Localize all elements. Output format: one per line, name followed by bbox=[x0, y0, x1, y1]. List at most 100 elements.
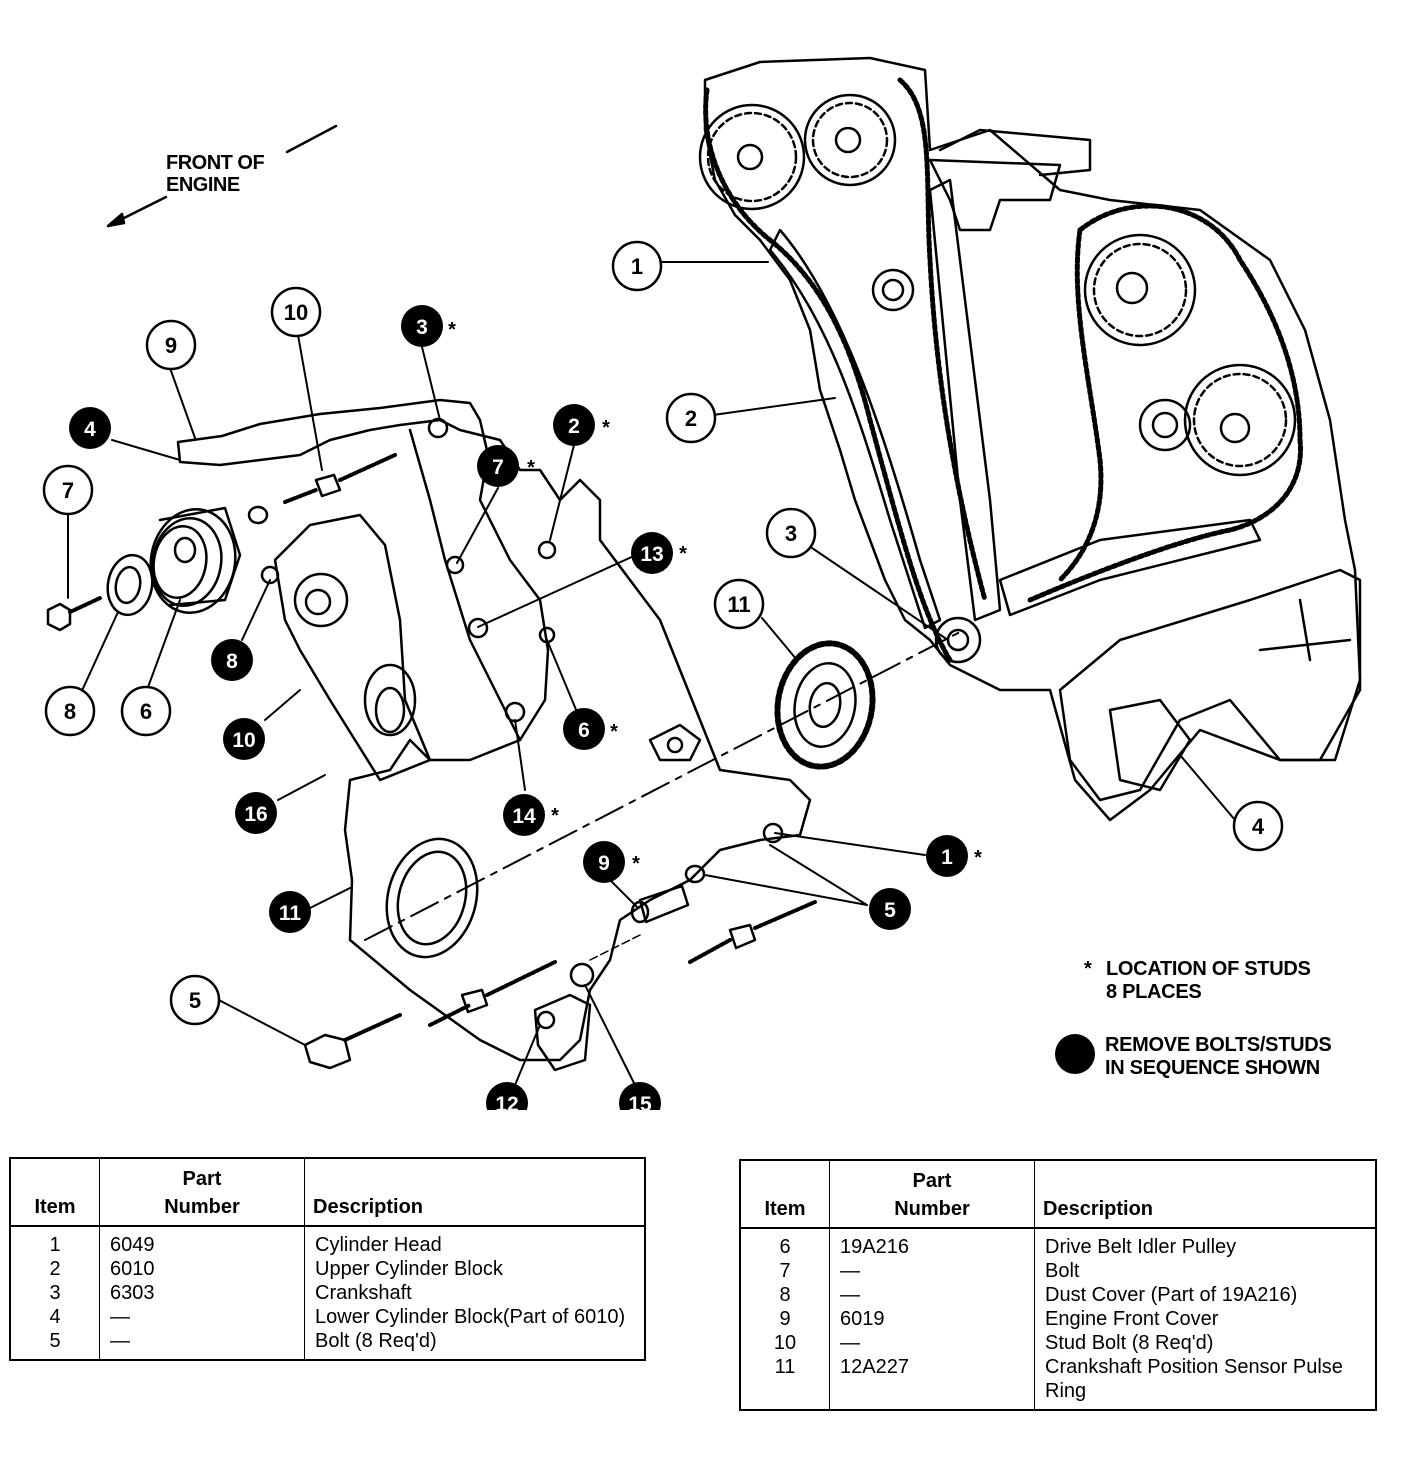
callout-solid-8: 8 bbox=[211, 639, 253, 681]
stud-mark: * bbox=[1084, 958, 1092, 980]
callout-open-3: 3 bbox=[765, 507, 817, 559]
svg-text:*: * bbox=[610, 721, 618, 743]
callout-solid-12: 12 bbox=[486, 1082, 528, 1110]
item-cell: 7 bbox=[779, 1260, 791, 1282]
svg-text:13: 13 bbox=[640, 543, 663, 566]
svg-text:12: 12 bbox=[495, 1093, 518, 1110]
description-cell: Dust Cover (Part of 19A216) bbox=[1034, 1283, 1376, 1307]
item-cell: 8 bbox=[779, 1284, 791, 1306]
svg-text:9: 9 bbox=[598, 852, 610, 875]
item-cell: 10 bbox=[773, 1332, 797, 1354]
callout-solid-10: 10 bbox=[223, 718, 265, 760]
svg-text:11: 11 bbox=[727, 592, 750, 617]
svg-text:7: 7 bbox=[492, 456, 504, 479]
exploded-engine-diagram: 1 2 3 4 11 9 10 7 8 6 5 3* 2* 7* 13* 4 8… bbox=[42, 56, 1362, 1110]
crankshaft-centerline bbox=[364, 631, 961, 941]
callout-solid-4: 4 bbox=[69, 407, 111, 449]
svg-text:2: 2 bbox=[568, 415, 580, 438]
legend-studs: *LOCATION OF STUDS 8 PLACES bbox=[1084, 958, 1311, 1003]
description-cell: Engine Front Cover bbox=[1034, 1307, 1376, 1331]
svg-text:4: 4 bbox=[84, 418, 96, 441]
svg-text:16: 16 bbox=[244, 803, 267, 826]
pulse-ring bbox=[774, 640, 876, 770]
callout-solid-2: 2* bbox=[553, 404, 610, 446]
callout-solid-16: 16 bbox=[235, 792, 277, 834]
part-number-cell: 6303 bbox=[99, 1281, 305, 1305]
callout-solid-11: 11 bbox=[269, 891, 311, 933]
svg-text:8: 8 bbox=[226, 650, 238, 673]
svg-text:8: 8 bbox=[64, 699, 76, 724]
callout-open-6: 6 bbox=[120, 685, 172, 737]
svg-text:7: 7 bbox=[62, 478, 74, 503]
svg-text:*: * bbox=[551, 805, 559, 827]
callout-open-4: 4 bbox=[1232, 800, 1284, 852]
callout-open-7: 7 bbox=[42, 464, 94, 516]
callout-solid-7: 7* bbox=[477, 445, 535, 487]
lower-fasteners bbox=[303, 864, 817, 1072]
item-cell: 2 bbox=[49, 1258, 61, 1280]
part-number-cell: — bbox=[829, 1283, 1035, 1307]
sequence-dot-icon bbox=[1055, 1034, 1095, 1074]
svg-text:2: 2 bbox=[685, 406, 697, 431]
item-cell: 3 bbox=[49, 1282, 61, 1304]
svg-text:11: 11 bbox=[279, 902, 302, 925]
svg-text:*: * bbox=[679, 543, 687, 565]
callout-open-10: 10 bbox=[270, 286, 322, 338]
part-number-cell: 6049 bbox=[99, 1226, 305, 1257]
svg-text:3: 3 bbox=[785, 521, 797, 546]
callout-solid-14: 14 * bbox=[503, 794, 559, 836]
table-row: 5 —Bolt (8 Req'd) bbox=[10, 1329, 645, 1360]
svg-text:14: 14 bbox=[512, 805, 536, 828]
callout-solid-6: 6* bbox=[563, 708, 618, 750]
part-number-cell: — bbox=[99, 1305, 305, 1329]
description-cell: Drive Belt Idler Pulley bbox=[1034, 1228, 1376, 1259]
part-number-cell: 6019 bbox=[829, 1307, 1035, 1331]
description-cell: Upper Cylinder Block bbox=[304, 1257, 645, 1281]
callout-solid-5: 5 bbox=[869, 888, 911, 930]
leader-lines bbox=[67, 261, 1236, 1086]
callouts-solid: 3* 2* 7* 13* 4 8 10 6* 16 14* 1* 9* 5 11… bbox=[69, 305, 982, 1110]
callout-solid-3: 3* bbox=[401, 305, 456, 347]
svg-text:*: * bbox=[602, 417, 610, 439]
description-cell: Cylinder Head bbox=[304, 1226, 645, 1257]
description-cell: Bolt (8 Req'd) bbox=[304, 1329, 645, 1360]
part-number-cell: 19A216 bbox=[829, 1228, 1035, 1259]
svg-text:4: 4 bbox=[1252, 814, 1265, 839]
part-number-cell: 6010 bbox=[99, 1257, 305, 1281]
front-of-engine-label: FRONT OF ENGINE bbox=[166, 152, 265, 196]
item-cell: 5 bbox=[49, 1330, 61, 1352]
item-cell: 4 bbox=[49, 1306, 61, 1328]
svg-text:3: 3 bbox=[416, 316, 428, 339]
idler-pulley-assembly bbox=[46, 506, 242, 632]
description-cell: Crankshaft Position Sensor Pulse Ring bbox=[1034, 1355, 1376, 1410]
callouts-open: 1 2 3 4 11 9 10 7 8 6 5 bbox=[42, 240, 1284, 1026]
description-cell: Lower Cylinder Block(Part of 6010) bbox=[304, 1305, 645, 1329]
washer bbox=[247, 505, 269, 525]
svg-text:6: 6 bbox=[140, 699, 152, 724]
callout-solid-13: 13 * bbox=[631, 532, 687, 574]
description-cell: Stud Bolt (8 Req'd) bbox=[1034, 1331, 1376, 1355]
table-row: 7—Bolt bbox=[740, 1259, 1376, 1283]
part-number-cell: — bbox=[829, 1331, 1035, 1355]
svg-text:*: * bbox=[448, 319, 456, 341]
legend-remove-sequence: REMOVE BOLTS/STUDS IN SEQUENCE SHOWN bbox=[1055, 1034, 1332, 1080]
svg-text:5: 5 bbox=[884, 899, 896, 922]
description-cell: Bolt bbox=[1034, 1259, 1376, 1283]
callout-open-8: 8 bbox=[44, 685, 96, 737]
item-cell: 6 bbox=[779, 1236, 791, 1258]
table-row: 10 —Stud Bolt (8 Req'd) bbox=[740, 1331, 1376, 1355]
callout-solid-15: 15 bbox=[619, 1082, 661, 1110]
part-number-cell: — bbox=[99, 1329, 305, 1360]
item-cell: 1 bbox=[49, 1234, 61, 1256]
engine-front-cover bbox=[176, 398, 812, 1062]
svg-text:10: 10 bbox=[232, 729, 255, 752]
table-row: 4 —Lower Cylinder Block(Part of 6010) bbox=[10, 1305, 645, 1329]
